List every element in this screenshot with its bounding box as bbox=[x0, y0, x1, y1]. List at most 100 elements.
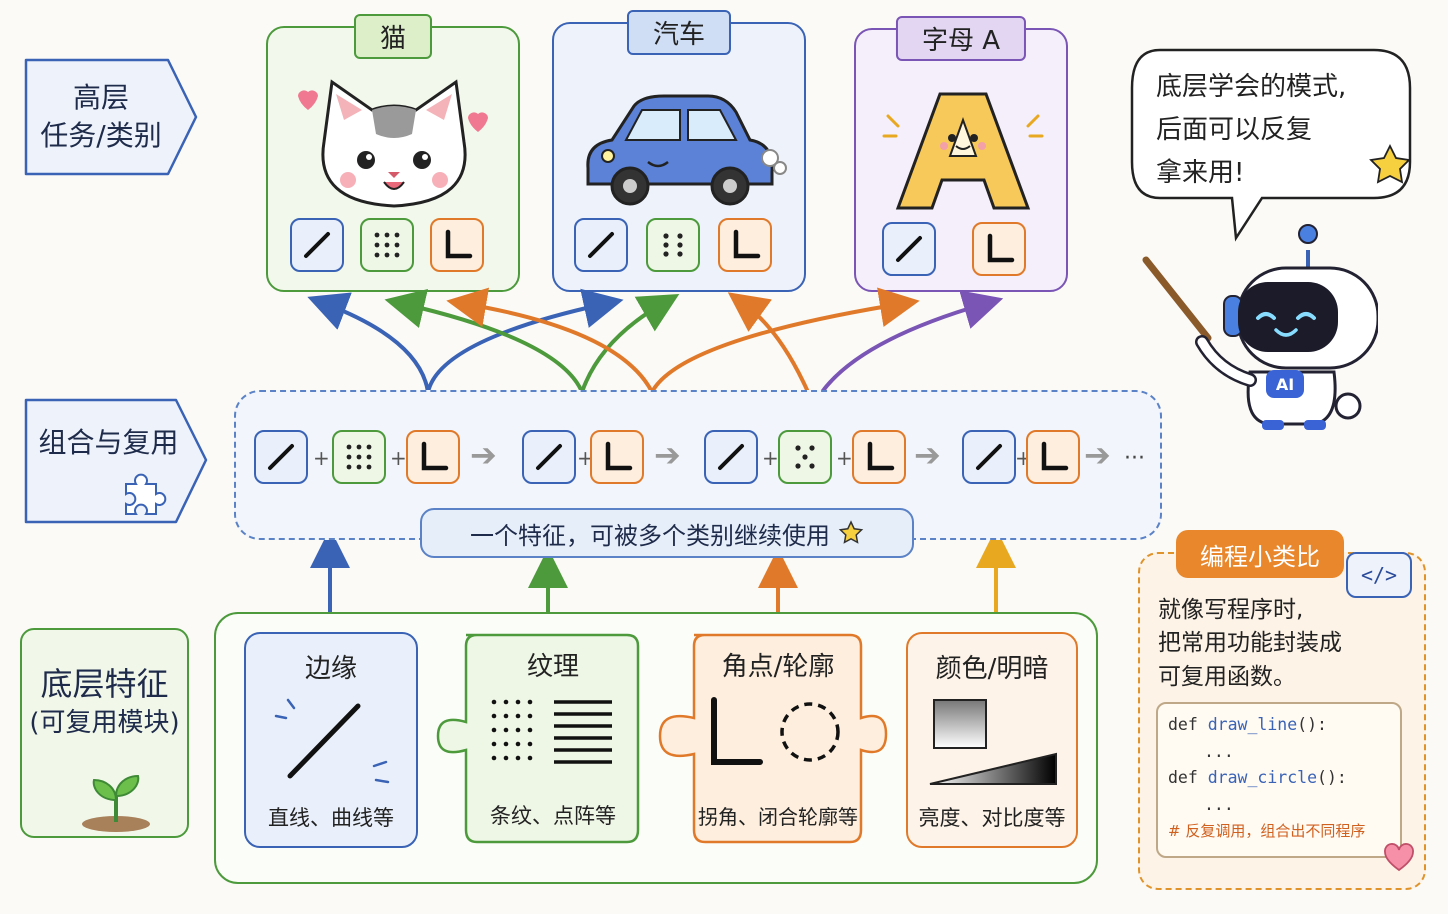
module-color-caption: 亮度、对比度等 bbox=[918, 806, 1066, 830]
module-texture: 纹理 条纹、点阵等 bbox=[466, 632, 640, 844]
top-level-label-line1: 高层 bbox=[72, 81, 129, 115]
code-paren: (): bbox=[1317, 768, 1347, 788]
arrow-edge-to-cat bbox=[307, 292, 430, 394]
corner-contour-icon bbox=[711, 697, 840, 765]
ellipsis: ··· bbox=[1124, 446, 1145, 471]
line-icon bbox=[588, 232, 614, 258]
bottom-level-label-line2: (可复用模块) bbox=[29, 708, 180, 739]
module-texture-title: 纹理 bbox=[526, 652, 579, 682]
module-corner-caption: 拐角、闭合轮廓等 bbox=[698, 805, 858, 829]
analogy-title: 编程小类比 bbox=[1176, 530, 1344, 578]
line-icon bbox=[304, 232, 330, 258]
module-texture-shape bbox=[436, 633, 640, 844]
category-title-car: 汽车 bbox=[626, 10, 732, 55]
module-corner-title: 角点/轮廓 bbox=[721, 652, 835, 682]
code-icon: </> bbox=[1346, 552, 1412, 598]
seq1-corner-chip bbox=[406, 430, 460, 484]
seq2-corner-chip bbox=[590, 430, 644, 484]
sprout-icon bbox=[82, 774, 150, 832]
code-def-keyword: def bbox=[1168, 768, 1198, 788]
corner-chip bbox=[718, 218, 772, 272]
code-body-dots: ... bbox=[1204, 795, 1234, 815]
line-icon bbox=[718, 444, 744, 470]
line-icon bbox=[896, 236, 922, 262]
module-color-title: 颜色/明暗 bbox=[935, 654, 1049, 684]
corner-icon bbox=[1041, 441, 1069, 471]
robot-badge-text: AI bbox=[1276, 375, 1294, 394]
arrow-right-icon: ➔ bbox=[1084, 436, 1111, 474]
arrow-right-icon: ➔ bbox=[914, 436, 941, 474]
seq1-texture-chip bbox=[332, 430, 386, 484]
edge-chip bbox=[574, 218, 628, 272]
code-snippet: def draw_line(): ... def draw_circle(): … bbox=[1156, 702, 1402, 858]
speech-line2: 后面可以反复 bbox=[1156, 114, 1313, 145]
arrow-texture-to-cat bbox=[384, 289, 584, 394]
star-icon bbox=[838, 520, 864, 544]
module-corner: 角点/轮廓 拐角、闭合轮廓等 bbox=[694, 632, 862, 844]
texture-chip bbox=[360, 218, 414, 272]
top-level-tag-shape bbox=[24, 58, 198, 176]
top-level-label-line2: 任务/类别 bbox=[40, 119, 162, 152]
seq1-edge-chip bbox=[254, 430, 308, 484]
dots-icon bbox=[346, 444, 372, 470]
seq4-corner-chip bbox=[1026, 430, 1080, 484]
arrow-corner-to-letter bbox=[650, 287, 920, 394]
texture-chip bbox=[646, 218, 700, 272]
corner-icon bbox=[445, 229, 473, 259]
analogy-line3: 可复用函数。 bbox=[1158, 663, 1296, 690]
arrow-texture-to-car bbox=[580, 293, 680, 394]
reuse-caption-box: 一个特征，可被多个类别继续使用 bbox=[420, 508, 914, 558]
edge-chip bbox=[882, 222, 936, 276]
seq4-edge-chip bbox=[962, 430, 1016, 484]
module-texture-caption: 条纹、点阵等 bbox=[490, 804, 616, 828]
arrow-corner-to-cat bbox=[446, 287, 654, 394]
code-func-draw-line: draw_line bbox=[1207, 715, 1298, 734]
seq3-corner-chip bbox=[852, 430, 906, 484]
module-color: 颜色/明暗 亮度、对比度等 bbox=[906, 632, 1078, 848]
code-body-dots: ... bbox=[1204, 741, 1234, 761]
code-comment: # 反复调用，组合出不同程序 bbox=[1168, 821, 1366, 840]
code-def-keyword: def bbox=[1168, 715, 1198, 734]
bottom-level-label-line1: 底层特征 bbox=[40, 664, 169, 703]
puzzle-icon bbox=[125, 473, 167, 515]
code-func-draw-circle: draw_circle bbox=[1207, 768, 1318, 788]
brightness-gradient-icon bbox=[929, 699, 1057, 785]
corner-icon bbox=[987, 233, 1015, 263]
robot-illustration: AI bbox=[1142, 224, 1378, 430]
letter-a-illustration bbox=[882, 92, 1044, 210]
texture-pattern-icon bbox=[491, 699, 612, 764]
dots-icon bbox=[663, 233, 683, 257]
top-level-label: 高层 任务/类别 bbox=[26, 60, 176, 174]
arrow-to-letter bbox=[820, 290, 1004, 394]
plus-sign: + bbox=[313, 446, 330, 470]
star-icon bbox=[1369, 143, 1411, 184]
plus-sign: + bbox=[836, 446, 853, 470]
bottom-level-tag bbox=[20, 628, 189, 838]
line-icon bbox=[976, 444, 1002, 470]
bottom-level-label: 底层特征 (可复用模块) bbox=[22, 652, 187, 752]
seq3-edge-chip bbox=[704, 430, 758, 484]
analogy-line2: 把常用功能封装成 bbox=[1158, 630, 1342, 657]
middle-level-tag-shape bbox=[24, 398, 208, 524]
module-edge: 边缘 直线、曲线等 bbox=[244, 632, 418, 848]
arrow-edge-to-car bbox=[426, 288, 624, 394]
category-card-letter-a: 字母 A bbox=[854, 16, 1068, 292]
category-card-car: 汽车 bbox=[552, 10, 806, 292]
car-illustration bbox=[586, 94, 787, 206]
dots-icon bbox=[795, 445, 815, 469]
speech-bubble-shape bbox=[1130, 48, 1412, 242]
line-icon bbox=[268, 444, 294, 470]
middle-level-label: 组合与复用 bbox=[38, 426, 179, 460]
corner-icon bbox=[733, 229, 761, 259]
corner-chip bbox=[972, 222, 1026, 276]
seq3-texture-chip bbox=[778, 430, 832, 484]
module-edge-title: 边缘 bbox=[304, 654, 357, 684]
edge-chip bbox=[290, 218, 344, 272]
category-title-letter-a: 字母 A bbox=[895, 16, 1027, 61]
line-icon bbox=[536, 444, 562, 470]
plus-sign: + bbox=[762, 446, 779, 470]
corner-icon bbox=[605, 441, 633, 471]
arrow-corner-to-car bbox=[727, 292, 810, 394]
module-corner-shape bbox=[658, 633, 888, 844]
corner-icon bbox=[867, 441, 895, 471]
